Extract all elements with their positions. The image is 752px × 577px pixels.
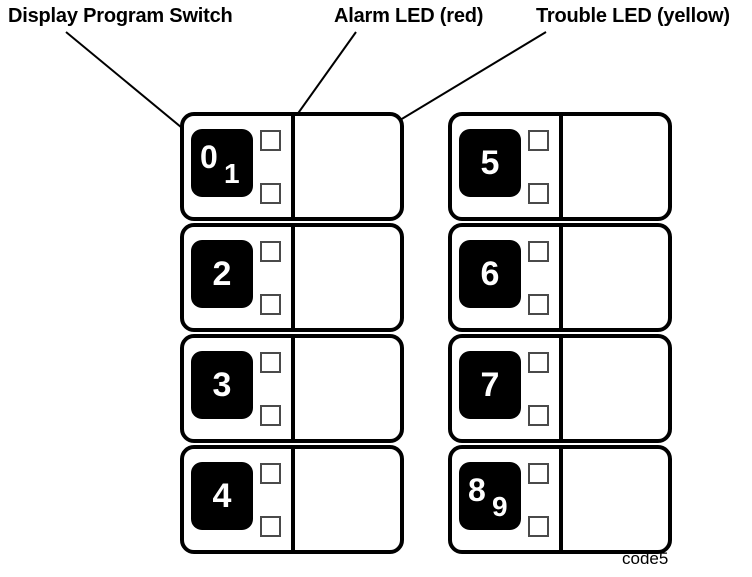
annunciator-module[interactable]: 0 1	[180, 112, 404, 221]
alarm-led-indicator	[528, 241, 549, 262]
callout-label-trouble-led: Trouble LED (yellow)	[536, 5, 730, 27]
trouble-led-indicator	[260, 516, 281, 537]
module-divider	[559, 223, 563, 332]
trouble-led-indicator	[528, 294, 549, 315]
module-divider	[559, 445, 563, 554]
panel-column-left: 0 1 2 3 4	[180, 112, 404, 554]
trouble-led-indicator	[528, 516, 549, 537]
switch-digit: 1	[224, 158, 240, 189]
module-divider	[291, 112, 295, 221]
annunciator-module[interactable]: 6	[448, 223, 672, 332]
module-divider	[291, 445, 295, 554]
alarm-led-indicator	[260, 241, 281, 262]
switch-digit: 4	[212, 477, 232, 515]
display-program-switch[interactable]: 4	[191, 462, 253, 530]
display-program-switch[interactable]: 0 1	[191, 129, 253, 197]
figure-caption: code5	[622, 549, 669, 568]
display-program-switch[interactable]: 6	[459, 240, 521, 308]
trouble-led-indicator	[260, 183, 281, 204]
module-divider	[559, 112, 563, 221]
module-divider	[291, 223, 295, 332]
switch-digit: 8	[468, 472, 486, 508]
switch-digit: 2	[212, 255, 232, 293]
trouble-led-indicator	[260, 405, 281, 426]
annunciator-module[interactable]: 3	[180, 334, 404, 443]
panel-column-right: 5 6 7 8 9	[448, 112, 672, 554]
switch-digit: 5	[480, 144, 500, 182]
callout-label-alarm-led: Alarm LED (red)	[334, 5, 484, 27]
trouble-led-indicator	[260, 294, 281, 315]
annunciator-module[interactable]: 5	[448, 112, 672, 221]
display-program-switch[interactable]: 5	[459, 129, 521, 197]
switch-digit: 0	[200, 139, 218, 175]
display-program-switch[interactable]: 8 9	[459, 462, 521, 530]
leader-line-display-program-switch	[65, 31, 194, 138]
alarm-led-indicator	[528, 463, 549, 484]
switch-digit: 6	[480, 255, 500, 293]
trouble-led-indicator	[528, 183, 549, 204]
switch-digit: 7	[480, 366, 500, 404]
switch-digit: 3	[212, 366, 232, 404]
module-divider	[559, 334, 563, 443]
annunciator-module[interactable]: 2	[180, 223, 404, 332]
annunciator-module[interactable]: 8 9	[448, 445, 672, 554]
alarm-led-indicator	[260, 352, 281, 373]
display-program-switch[interactable]: 2	[191, 240, 253, 308]
annunciator-module[interactable]: 7	[448, 334, 672, 443]
display-program-switch[interactable]: 7	[459, 351, 521, 419]
alarm-led-indicator	[260, 463, 281, 484]
callout-label-display-program-switch: Display Program Switch	[8, 5, 233, 27]
alarm-led-indicator	[528, 130, 549, 151]
module-divider	[291, 334, 295, 443]
alarm-led-indicator	[528, 352, 549, 373]
display-program-switch[interactable]: 3	[191, 351, 253, 419]
trouble-led-indicator	[528, 405, 549, 426]
annunciator-module[interactable]: 4	[180, 445, 404, 554]
switch-digit: 9	[492, 491, 508, 522]
alarm-led-indicator	[260, 130, 281, 151]
